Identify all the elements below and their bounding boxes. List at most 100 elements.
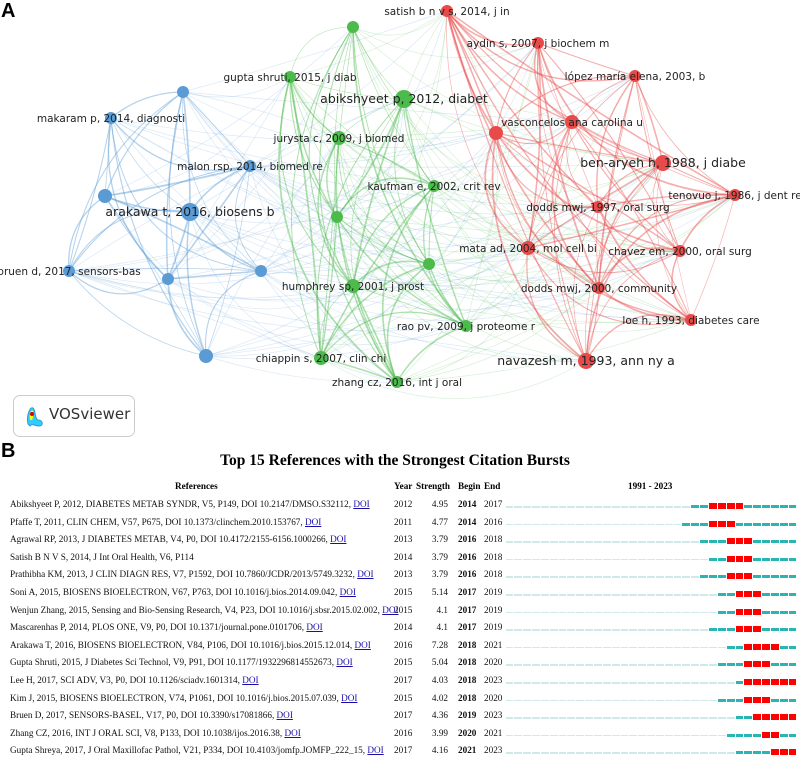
timeline-active-segment — [753, 522, 762, 526]
network-node[interactable] — [332, 131, 346, 145]
network-node[interactable] — [729, 189, 741, 201]
network-node[interactable] — [314, 351, 328, 365]
network-edge — [260, 98, 405, 272]
timeline-active-segment — [770, 610, 779, 614]
network-node[interactable] — [199, 349, 213, 363]
network-node[interactable] — [98, 189, 112, 203]
network-node[interactable] — [521, 241, 535, 255]
network-node[interactable] — [391, 376, 403, 388]
end-cell: 2017 — [484, 499, 503, 509]
timeline-burst-segment — [726, 555, 735, 562]
network-node[interactable] — [460, 320, 472, 332]
network-edge — [537, 42, 692, 321]
network-node[interactable] — [565, 115, 579, 129]
network-edge — [403, 98, 600, 289]
begin-cell: 2014 — [458, 516, 477, 527]
network-node[interactable] — [674, 245, 686, 257]
network-node[interactable] — [593, 282, 605, 294]
timeline-inactive-segment — [540, 541, 549, 543]
network-edge — [204, 270, 262, 357]
doi-link[interactable]: DOI — [357, 569, 374, 580]
timeline-burst-segment — [753, 608, 762, 615]
burst-timeline — [505, 660, 797, 668]
network-node[interactable] — [255, 265, 267, 277]
timeline-active-segment — [735, 522, 744, 526]
timeline-inactive-segment — [532, 646, 540, 649]
network-node[interactable] — [331, 211, 343, 223]
begin-cell: 2016 — [458, 569, 477, 580]
timeline-burst-segment — [770, 679, 779, 685]
reference-text: Prathibha KM, 2013, J CLIN DIAGN RES, V7… — [10, 569, 374, 579]
timeline-inactive-segment — [505, 717, 514, 719]
timeline-inactive-segment — [647, 646, 655, 649]
network-edge — [396, 319, 692, 383]
doi-link[interactable]: DOI — [341, 692, 358, 703]
doi-link[interactable]: DOI — [354, 639, 371, 650]
network-node[interactable] — [105, 112, 117, 124]
network-node[interactable] — [428, 180, 440, 192]
timeline-active-segment — [717, 628, 726, 632]
timeline-active-segment — [717, 575, 726, 579]
doi-link[interactable]: DOI — [367, 745, 384, 756]
network-node[interactable] — [532, 37, 544, 49]
timeline-inactive-segment — [638, 734, 647, 737]
network-node[interactable] — [347, 21, 359, 33]
network-node-label: kaufman e, 2002, crit rev — [367, 181, 500, 193]
network-edge — [316, 98, 405, 359]
timeline-inactive-segment — [655, 629, 664, 631]
timeline-burst-segment — [762, 661, 770, 668]
network-node[interactable] — [395, 90, 413, 108]
timeline-inactive-segment — [567, 576, 576, 578]
strength-cell: 4.95 — [431, 499, 448, 509]
doi-link[interactable]: DOI — [339, 587, 356, 597]
timeline-inactive-segment — [585, 594, 593, 596]
network-node[interactable] — [592, 201, 604, 213]
network-edge — [167, 270, 262, 280]
network-node[interactable] — [244, 160, 256, 172]
timeline-inactive-segment — [602, 682, 611, 684]
network-edge — [68, 42, 539, 272]
doi-link[interactable]: DOI — [242, 675, 259, 685]
network-edge — [597, 162, 664, 208]
timeline-inactive-segment — [647, 576, 655, 578]
timeline-inactive-segment — [558, 558, 567, 561]
doi-link[interactable]: DOI — [276, 710, 293, 721]
timeline-burst-segment — [779, 714, 788, 721]
network-edge — [433, 162, 664, 196]
year-cell: 2016 — [394, 727, 413, 738]
network-node[interactable] — [685, 314, 697, 326]
timeline-inactive-segment — [647, 558, 655, 561]
doi-link[interactable]: DOI — [336, 657, 353, 668]
network-node[interactable] — [63, 265, 75, 277]
network-edge — [249, 75, 636, 167]
network-edge — [527, 247, 600, 289]
doi-link[interactable]: DOI — [353, 499, 370, 509]
timeline-inactive-segment — [514, 541, 523, 543]
network-edge — [249, 165, 599, 215]
network-node[interactable] — [489, 126, 503, 140]
doi-link[interactable]: DOI — [330, 534, 347, 545]
timeline-inactive-segment — [664, 734, 673, 737]
timeline-inactive-segment — [505, 611, 514, 614]
network-node[interactable] — [284, 71, 296, 83]
network-node[interactable] — [578, 353, 594, 369]
network-edge — [634, 75, 736, 196]
reference-text: Wenjun Zhang, 2015, Sensing and Bio-Sens… — [10, 605, 399, 615]
network-node[interactable] — [181, 203, 199, 221]
network-node[interactable] — [162, 273, 174, 285]
year-cell: 2012 — [394, 499, 413, 509]
doi-link[interactable]: DOI — [382, 604, 399, 615]
network-node[interactable] — [423, 258, 435, 270]
doi-link[interactable]: DOI — [305, 516, 322, 527]
network-node[interactable] — [177, 86, 189, 98]
timeline-inactive-segment — [655, 699, 664, 702]
network-node[interactable] — [441, 5, 453, 17]
network-edge — [167, 278, 354, 310]
network-node[interactable] — [346, 279, 360, 293]
doi-link[interactable]: DOI — [284, 727, 301, 738]
doi-link[interactable]: DOI — [306, 622, 323, 633]
network-node[interactable] — [655, 155, 671, 171]
network-node[interactable] — [629, 70, 641, 82]
timeline-inactive-segment — [655, 646, 664, 649]
